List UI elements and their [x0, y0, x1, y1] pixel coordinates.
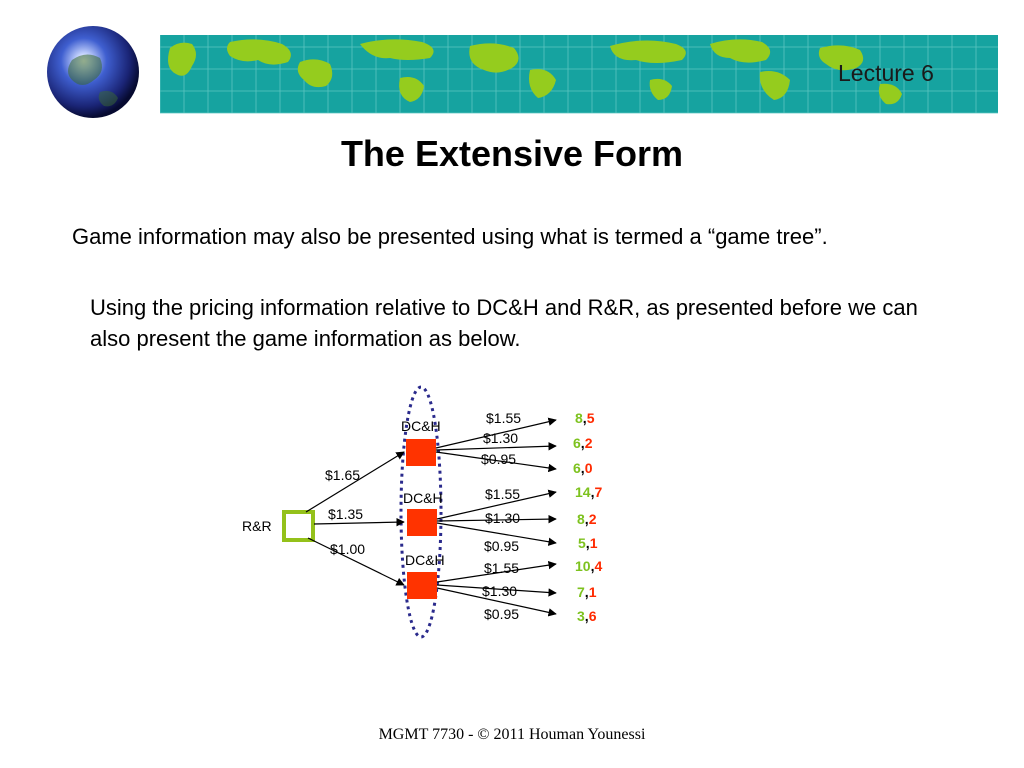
leaf-line-1-2	[435, 442, 557, 451]
leaf-price-2-2: $1.30	[485, 510, 520, 526]
branch-line-3	[307, 537, 405, 586]
lecture-label: Lecture 6	[838, 60, 934, 86]
payoff-3-1: 10,4	[575, 558, 602, 574]
root-label: R&R	[242, 518, 272, 534]
map-grid	[159, 35, 998, 114]
node-label-3: DC&H	[405, 552, 445, 568]
page-title: The Extensive Form	[340, 133, 684, 174]
leaf-price-1-1: $1.55	[486, 410, 521, 426]
globe-landmass	[68, 54, 102, 85]
payoff-2-1: 14,7	[575, 484, 602, 500]
root-node-rr	[282, 510, 315, 542]
continents	[168, 39, 902, 105]
leaf-price-2-1: $1.55	[485, 486, 520, 502]
leaf-price-3-3: $0.95	[484, 606, 519, 622]
payoff-2-2: 8,2	[577, 511, 597, 527]
footer-copyright: MGMT 7730 - © 2011 Houman Younessi	[378, 726, 646, 743]
branch-line-2	[313, 517, 405, 527]
payoff-3-2: 7,1	[577, 584, 597, 600]
branch-price-3: $1.00	[330, 541, 365, 557]
leaf-line-3-2	[436, 584, 557, 597]
branch-line-1	[305, 451, 405, 513]
node-label-1: DC&H	[401, 418, 441, 434]
dch-node-2	[407, 509, 437, 536]
payoff-1-2: 6,2	[573, 435, 593, 451]
leaf-line-2-2	[436, 514, 557, 524]
leaf-price-3-1: $1.55	[484, 560, 519, 576]
payoff-3-3: 3,6	[577, 608, 597, 624]
leaf-line-2-3	[436, 522, 557, 546]
leaf-line-1-1	[435, 417, 557, 449]
dch-node-1	[406, 439, 436, 466]
payoff-1-1: 8,5	[575, 410, 595, 426]
branch-price-1: $1.65	[325, 467, 360, 483]
node-label-2: DC&H	[403, 490, 443, 506]
leaf-price-3-2: $1.30	[482, 583, 517, 599]
leaf-price-1-3: $0.95	[481, 451, 516, 467]
body-paragraph: Using the pricing information relative t…	[90, 295, 918, 351]
header-banner	[47, 26, 998, 118]
payoff-2-3: 5,1	[578, 535, 598, 551]
leaf-line-2-1	[436, 489, 557, 520]
branch-price-2: $1.35	[328, 506, 363, 522]
dch-node-3	[407, 572, 437, 599]
leaf-line-3-1	[436, 560, 557, 583]
leaf-price-2-3: $0.95	[484, 538, 519, 554]
leaf-price-1-2: $1.30	[483, 430, 518, 446]
payoff-1-3: 6,0	[573, 460, 593, 476]
intro-text: Game information may also be presented u…	[72, 224, 828, 249]
leaf-line-1-3	[435, 451, 557, 473]
leaf-line-3-3	[436, 587, 557, 617]
dch-information-set	[399, 385, 443, 639]
